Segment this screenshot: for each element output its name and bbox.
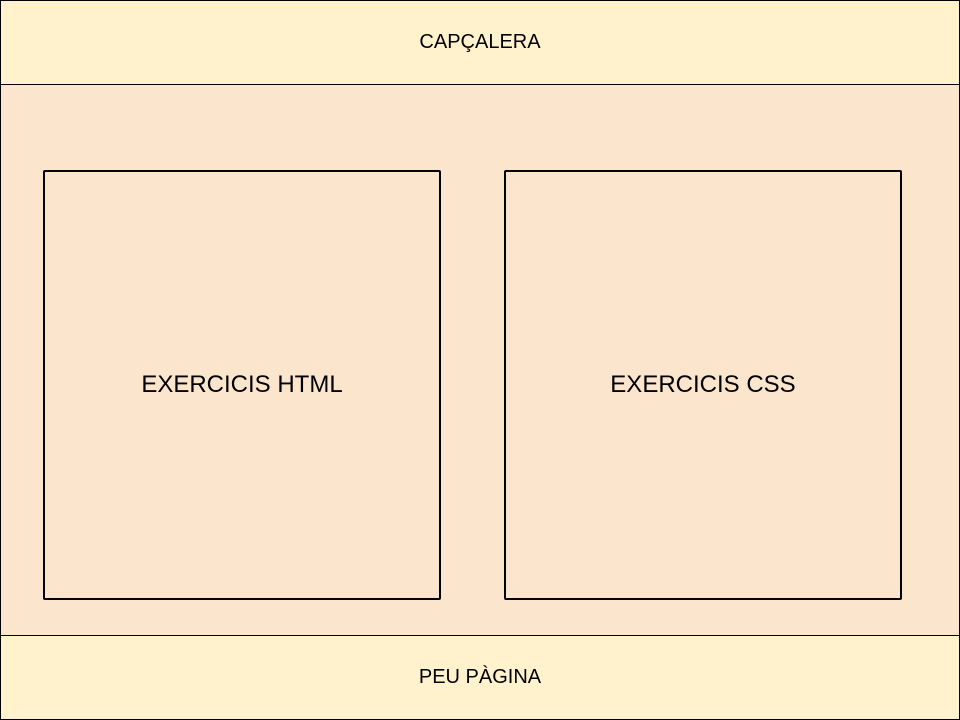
header-block: CAPÇALERA — [0, 0, 960, 85]
html-exercises-label: EXERCICIS HTML — [141, 371, 343, 398]
footer-block: PEU PÀGINA — [0, 635, 960, 720]
header-label: CAPÇALERA — [419, 31, 541, 53]
footer-label: PEU PÀGINA — [418, 666, 542, 688]
css-exercises-box: EXERCICIS CSS — [504, 170, 902, 600]
css-exercises-label: EXERCICIS CSS — [610, 371, 796, 398]
html-exercises-box: EXERCICIS HTML — [43, 170, 441, 600]
main-content-block: EXERCICIS HTML EXERCICIS CSS — [0, 84, 960, 636]
